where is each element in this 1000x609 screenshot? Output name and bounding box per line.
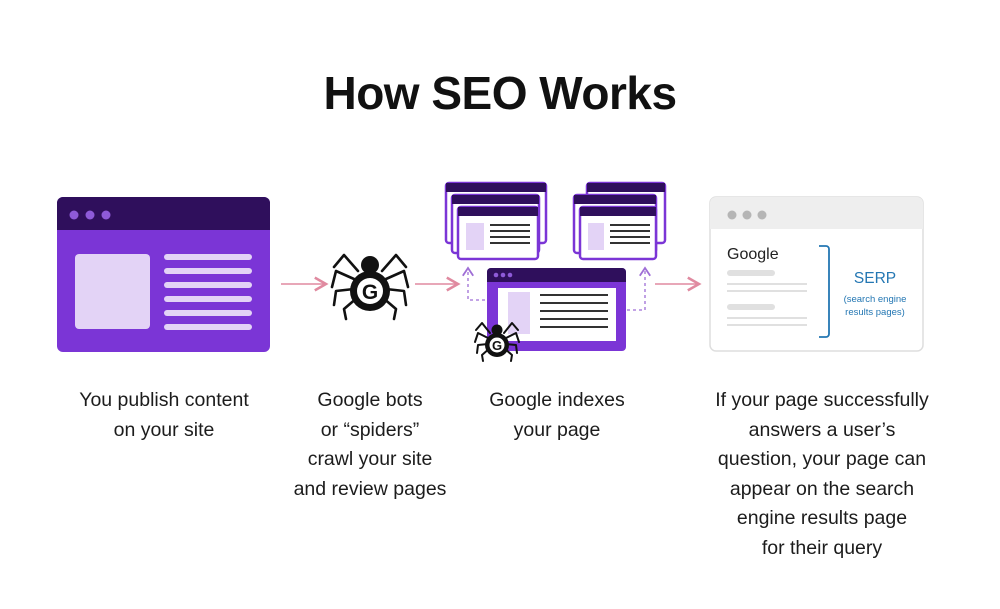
caption-line: or “spiders” bbox=[320, 418, 420, 441]
caption-line: your page bbox=[513, 418, 601, 441]
page-title: How SEO Works bbox=[323, 67, 677, 119]
caption-line: Google indexes bbox=[489, 389, 625, 411]
caption-line: If your page successfully bbox=[715, 389, 929, 411]
step-caption-crawl: Google bots or “spiders” crawl your site… bbox=[260, 386, 480, 504]
caption-line: crawl your site bbox=[307, 448, 433, 471]
serp-browser-window-icon: Google SERP (search engine results pages… bbox=[709, 196, 924, 352]
serp-sublabel-1: (search engine bbox=[844, 294, 907, 305]
caption-line: on your site bbox=[113, 418, 215, 441]
caption-line: Google bots bbox=[317, 389, 423, 411]
serp-brand: Google bbox=[727, 246, 779, 263]
step-caption-publish: You publish content on your site bbox=[44, 386, 284, 445]
dashed-arrow-up-icon bbox=[462, 266, 485, 301]
publish-browser-window-icon bbox=[57, 197, 270, 352]
caption-line: question, your page can bbox=[717, 448, 927, 471]
step-caption-index: Google indexes your page bbox=[447, 386, 667, 445]
spider-icon: G bbox=[330, 253, 410, 321]
caption-line: and review pages bbox=[293, 477, 447, 500]
caption-line: engine results page bbox=[736, 507, 908, 530]
caption-line: answers a user’s bbox=[748, 418, 896, 441]
spider-icon: G bbox=[474, 322, 520, 362]
serp-label: SERP bbox=[854, 270, 896, 287]
caption-line: You publish content bbox=[79, 389, 249, 411]
caption-line: for their query bbox=[761, 536, 883, 559]
serp-sublabel-2: results pages) bbox=[845, 307, 905, 318]
caption-line: appear on the search bbox=[729, 477, 915, 500]
index-windows-left bbox=[444, 181, 548, 261]
spider-letter: G bbox=[492, 338, 502, 353]
step-caption-serp: If your page successfully answers a user… bbox=[692, 386, 952, 564]
index-windows-right bbox=[572, 181, 667, 261]
spider-letter: G bbox=[362, 281, 378, 304]
indexed-page-window-icon bbox=[487, 268, 626, 351]
dashed-arrow-up-icon bbox=[627, 266, 651, 311]
